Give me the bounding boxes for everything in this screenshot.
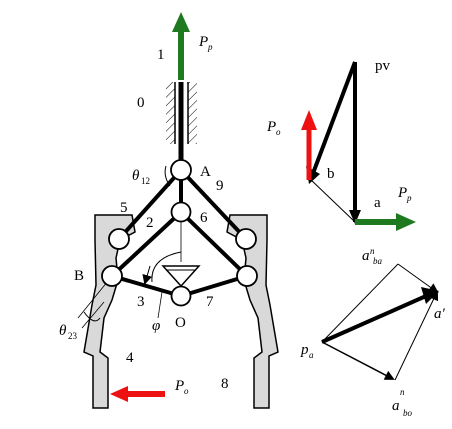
theta23-line-b <box>81 301 105 329</box>
label-force-pp-sub: p <box>207 42 213 52</box>
joint-6 <box>170 201 192 223</box>
acc-line-aba-aprime <box>397 263 439 294</box>
label-acc-aba: a <box>362 248 370 264</box>
label-link-8: 8 <box>221 376 229 392</box>
joint-B <box>101 265 123 287</box>
force-pp-head <box>172 12 190 32</box>
label-vel-po: P <box>266 119 276 135</box>
label-link-9: 9 <box>216 178 224 194</box>
label-vel-pp: P <box>397 185 407 201</box>
joint-O <box>170 285 192 307</box>
acc-line-abo-aprime <box>394 290 439 381</box>
theta12-arc <box>164 165 171 187</box>
guide-hatch-right <box>188 82 197 144</box>
label-joint-A: A <box>200 164 211 180</box>
label-force-pp: P <box>198 34 208 50</box>
joint-right-upper <box>235 228 257 250</box>
acc-line-pa-abo <box>321 341 395 380</box>
label-link-7: 7 <box>206 294 214 310</box>
joint-right-lower <box>236 265 258 287</box>
label-acc-abo: a <box>392 398 400 414</box>
vel-po-head <box>301 110 317 130</box>
label-vel-b: b <box>327 166 335 182</box>
vel-line-b-a <box>308 177 356 223</box>
label-joint-O: O <box>175 315 186 331</box>
label-force-po-sub: o <box>184 386 189 396</box>
label-vel-a: a <box>374 195 381 211</box>
label-acc-aba-sub: ba <box>373 256 383 266</box>
label-link-2: 2 <box>146 215 154 231</box>
label-theta12-sub: 12 <box>141 176 150 186</box>
label-acc-abo-sup: n <box>400 387 405 397</box>
label-link-0: 0 <box>137 95 145 111</box>
acc-head-aprime <box>421 287 439 304</box>
label-theta23-sub: 23 <box>68 331 78 341</box>
label-link-5: 5 <box>120 200 128 216</box>
label-joint-B: B <box>74 268 84 284</box>
label-theta12: θ <box>132 168 140 184</box>
phi-pointer <box>157 291 163 319</box>
vel-head-a <box>349 210 361 224</box>
label-acc-aprime: a′ <box>434 306 446 322</box>
label-link-6: 6 <box>200 210 208 226</box>
label-theta23: θ <box>59 323 67 339</box>
acc-line-pa-aprime <box>321 294 427 344</box>
phi-arrow <box>142 265 153 285</box>
label-force-po: P <box>174 378 184 394</box>
label-phi: φ <box>152 318 160 334</box>
label-vel-pp-sub: p <box>406 193 412 203</box>
label-link-3: 3 <box>137 294 145 310</box>
label-vel-pv: pv <box>375 58 391 74</box>
force-po-head <box>110 386 128 402</box>
label-acc-pa: p <box>300 342 309 358</box>
ground-triangle <box>161 265 201 288</box>
label-link-4: 4 <box>126 350 134 366</box>
joints <box>101 159 258 307</box>
label-acc-abo-sub: bo <box>403 408 413 418</box>
joint-A <box>170 159 192 181</box>
acc-line-pa-aba <box>321 263 399 343</box>
vel-line-pv-b <box>310 61 357 177</box>
label-acc-aba-sup: n <box>370 246 375 256</box>
label-acc-pa-sub: a <box>309 350 314 360</box>
label-link-1: 1 <box>157 47 165 63</box>
vel-pp-head <box>396 213 416 231</box>
guide-hatch-left <box>166 82 175 144</box>
theta23-arc <box>83 311 101 322</box>
label-vel-po-sub: o <box>276 127 281 137</box>
joint-left-upper <box>108 228 130 250</box>
